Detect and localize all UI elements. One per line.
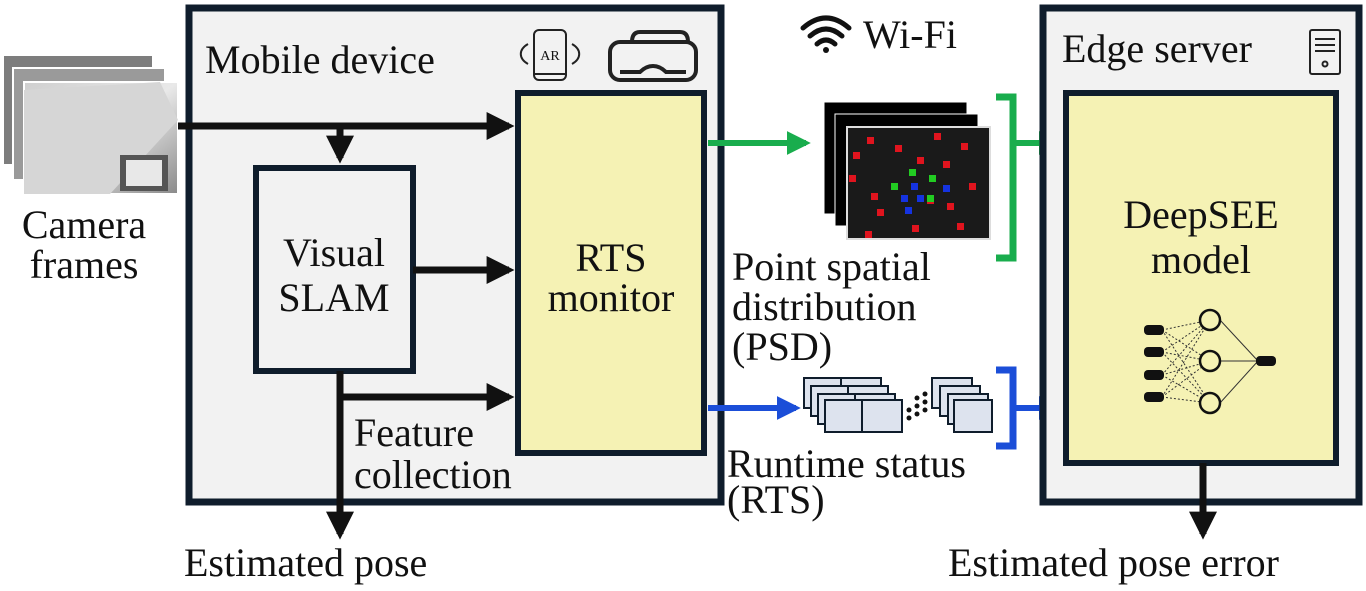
psd-point bbox=[961, 143, 968, 150]
psd-label-line2: distribution bbox=[732, 284, 916, 329]
psd-point bbox=[934, 133, 941, 140]
deepsee-label-line1: DeepSEE bbox=[1123, 192, 1279, 237]
feature-collection-label-line2: collection bbox=[354, 452, 512, 497]
psd-point bbox=[853, 152, 860, 159]
psd-point bbox=[891, 183, 898, 190]
psd-image-stack bbox=[823, 101, 991, 240]
rts-block-stack bbox=[803, 377, 993, 433]
wifi-icon bbox=[800, 15, 852, 53]
psd-label-line1: Point spatial bbox=[732, 244, 931, 289]
visual-slam-box bbox=[253, 165, 416, 374]
rts-ellipsis-dots bbox=[906, 391, 928, 421]
psd-point bbox=[911, 183, 918, 190]
psd-point bbox=[849, 175, 856, 182]
mobile-device-title: Mobile device bbox=[205, 37, 435, 82]
vr-headset-icon bbox=[608, 30, 698, 82]
estimated-pose-error-label: Estimated pose error bbox=[948, 540, 1279, 585]
psd-point bbox=[943, 185, 950, 192]
ar-badge: AR bbox=[540, 49, 560, 64]
server-icon bbox=[1309, 29, 1341, 75]
psd-point bbox=[865, 231, 872, 238]
neural-network-icon bbox=[1144, 308, 1276, 415]
psd-bracket bbox=[996, 93, 1017, 262]
edge-server-title: Edge server bbox=[1062, 26, 1252, 71]
psd-point bbox=[927, 195, 934, 202]
camera-frames-label-line2: frames bbox=[30, 242, 139, 287]
visual-slam-label-line1: Visual bbox=[283, 230, 385, 275]
psd-point bbox=[943, 161, 950, 168]
psd-point bbox=[905, 207, 912, 214]
ar-phone-icon: AR bbox=[519, 29, 581, 81]
psd-point bbox=[871, 193, 878, 200]
rts-monitor-box bbox=[515, 90, 707, 456]
rts-monitor-label-line1: RTS bbox=[576, 235, 647, 280]
rts-bracket bbox=[996, 366, 1017, 450]
psd-point bbox=[947, 203, 954, 210]
psd-point bbox=[895, 145, 902, 152]
psd-point bbox=[912, 225, 919, 232]
wifi-label: Wi-Fi bbox=[863, 12, 957, 57]
psd-point bbox=[901, 195, 908, 202]
psd-point bbox=[917, 157, 924, 164]
camera-frames-image bbox=[2, 54, 179, 195]
rts-monitor-label-line2: monitor bbox=[548, 275, 675, 320]
psd-label-line3: (PSD) bbox=[732, 324, 832, 369]
estimated-pose-label: Estimated pose bbox=[184, 540, 427, 585]
visual-slam-label-line2: SLAM bbox=[278, 275, 389, 320]
psd-point bbox=[969, 183, 976, 190]
psd-point bbox=[917, 195, 924, 202]
psd-point bbox=[909, 169, 916, 176]
psd-point bbox=[877, 209, 884, 216]
rts-label-line1: Runtime status bbox=[727, 441, 966, 486]
feature-collection-label-line1: Feature bbox=[354, 410, 474, 455]
camera-frames-label-line1: Camera bbox=[22, 202, 147, 247]
psd-point bbox=[929, 175, 936, 182]
rts-label-line2: (RTS) bbox=[727, 477, 825, 522]
psd-point bbox=[867, 137, 874, 144]
deepsee-label-line2: model bbox=[1151, 237, 1251, 282]
psd-point bbox=[957, 223, 964, 230]
